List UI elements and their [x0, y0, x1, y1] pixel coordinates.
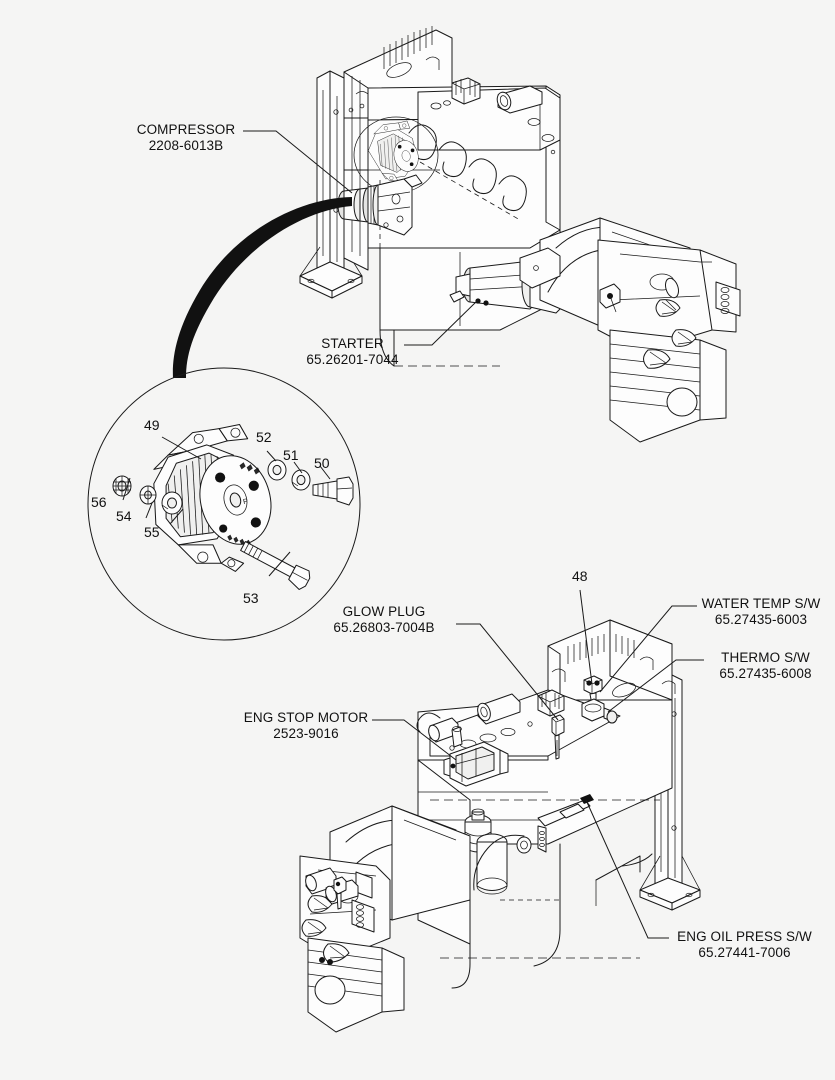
- glow-plug-part: [551, 714, 565, 760]
- air-compressor-lower: [299, 855, 405, 1033]
- label-eng-oil-press-sw: ENG OIL PRESS S/W 65.27441-7006: [671, 929, 818, 961]
- air-compressor-body-upper: [597, 239, 741, 443]
- label-starter-name: STARTER: [321, 336, 384, 351]
- label-compressor-name: COMPRESSOR: [136, 122, 236, 137]
- lower-engine-assembly: [299, 619, 701, 1033]
- label-starter: STARTER 65.26201-7044: [303, 336, 402, 368]
- label-eng-stop-motor-name: ENG STOP MOTOR: [243, 710, 369, 725]
- label-thermo-sw-partno: 65.27435-6008: [719, 666, 812, 681]
- part-55-spring-washer: [161, 491, 183, 515]
- callout-53: 53: [243, 590, 259, 606]
- label-eng-stop-motor: ENG STOP MOTOR 2523-9016: [241, 710, 371, 742]
- callout-56: 56: [91, 494, 107, 510]
- callout-49: 49: [144, 417, 160, 433]
- callout-48: 48: [572, 568, 588, 584]
- callout-55: 55: [144, 524, 160, 540]
- label-thermo-sw: THERMO S/W 65.27435-6008: [708, 650, 823, 682]
- eng-stop-motor-part: [443, 741, 509, 787]
- thermo-switch-part: [581, 698, 618, 724]
- radiator-support-frame: [299, 70, 363, 299]
- oil-pan-lower: [440, 843, 653, 989]
- alternator-detail-view: P: [87, 367, 361, 641]
- label-eng-stop-motor-partno: 2523-9016: [273, 726, 339, 741]
- flange-cones: [643, 299, 698, 417]
- callout-54: 54: [116, 508, 132, 524]
- label-eng-oil-press-sw-name: ENG OIL PRESS S/W: [677, 929, 812, 944]
- part-52-washer: [267, 459, 287, 481]
- label-water-temp-sw-partno: 65.27435-6003: [714, 612, 808, 627]
- label-starter-partno: 65.26201-7044: [306, 352, 399, 367]
- detail-leader-lines: [122, 436, 331, 577]
- label-glow-plug-name: GLOW PLUG: [342, 604, 426, 619]
- part-54-washer: [139, 485, 157, 505]
- svg-text:P: P: [242, 497, 249, 506]
- oil-press-switch-bracket: [473, 794, 594, 891]
- callout-51: 51: [283, 447, 299, 463]
- upper-engine-assembly: [299, 26, 741, 443]
- label-water-temp-sw-name: WATER TEMP S/W: [701, 596, 821, 611]
- label-glow-plug-partno: 65.26803-7004B: [333, 620, 435, 635]
- filter-canisters: [464, 808, 532, 895]
- part-56-lock-nut: [112, 475, 132, 497]
- label-glow-plug: GLOW PLUG 65.26803-7004B: [313, 604, 455, 636]
- alternator-detail-body: P: [153, 424, 272, 572]
- callout-52: 52: [256, 429, 272, 445]
- compressor-upper: [337, 174, 423, 236]
- label-compressor: COMPRESSOR 2208-6013B: [133, 122, 239, 154]
- label-water-temp-sw: WATER TEMP S/W 65.27435-6003: [699, 596, 823, 628]
- alternator-upper: [368, 120, 419, 181]
- accessory-bracket-upper: [519, 247, 621, 313]
- label-leader-lines: [243, 130, 704, 939]
- part-53-long-bolt: [240, 541, 311, 590]
- detail-callout-arc: [172, 197, 352, 378]
- part-51-spring-washer: [291, 469, 311, 491]
- label-compressor-partno: 2208-6013B: [148, 138, 224, 153]
- part-50-bolt: [312, 476, 354, 506]
- label-eng-oil-press-sw-partno: 65.27441-7006: [698, 945, 791, 960]
- label-thermo-sw-name: THERMO S/W: [721, 650, 810, 665]
- callout-50: 50: [314, 455, 330, 471]
